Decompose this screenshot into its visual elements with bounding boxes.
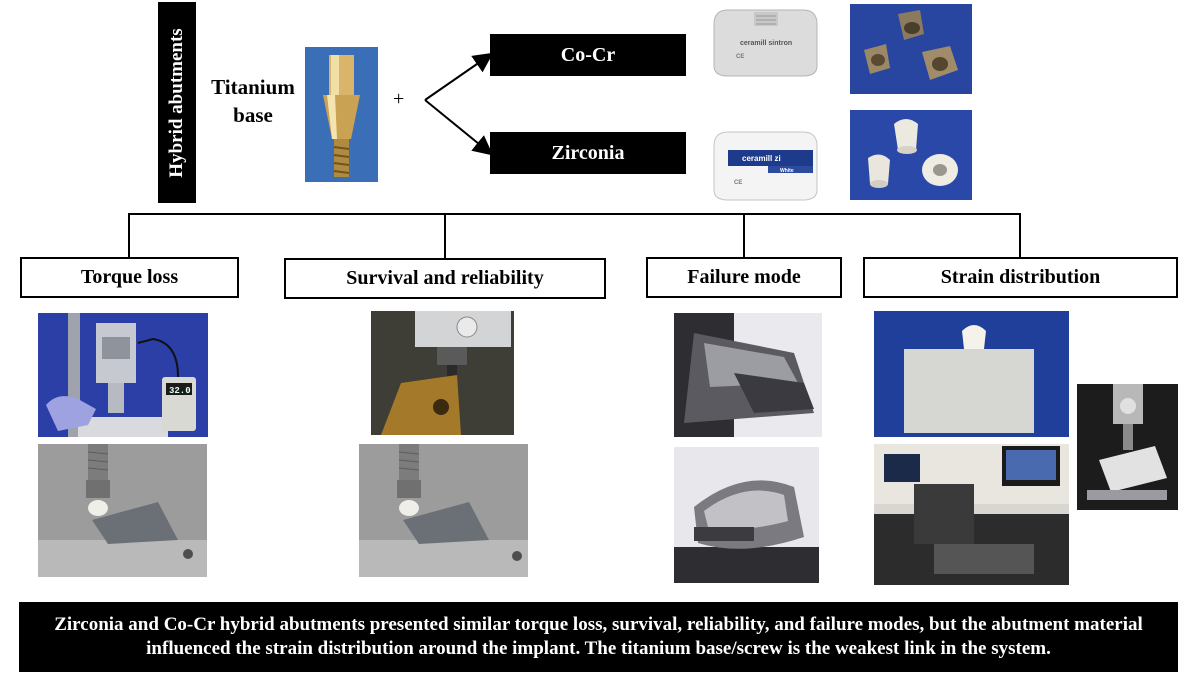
zirconia-disc-photo: ceramill zi White CE <box>708 128 823 204</box>
load-test-photo-torque <box>38 444 207 577</box>
zirconia-disc-brand: ceramill zi <box>742 154 781 163</box>
zirconia-abutments-photo <box>850 110 972 200</box>
arrow-to-zirconia <box>424 99 494 156</box>
category-strain-label: Strain distribution <box>940 266 1101 288</box>
category-strain-distribution: Strain distribution <box>863 257 1178 298</box>
titanium-base-photo <box>305 47 378 182</box>
failure-mode-photo-2 <box>674 447 819 583</box>
strain-load-photo <box>1077 384 1178 510</box>
summary-text: Zirconia and Co-Cr hybrid abutments pres… <box>54 614 1143 659</box>
material-zirconia-box: Zirconia <box>490 132 686 174</box>
strain-block-photo <box>874 311 1069 437</box>
category-failure-mode: Failure mode <box>646 257 842 298</box>
cocr-disc-ce: CE <box>736 54 744 60</box>
category-survival-reliability: Survival and reliability <box>284 258 606 299</box>
strain-lab-photo <box>874 444 1069 585</box>
cocr-disc-photo: ceramill sintron CE <box>708 4 823 80</box>
titanium-base-label: Titanium base <box>211 75 295 127</box>
torque-tester-photo: 32.0 <box>38 313 208 437</box>
arrow-to-cocr <box>424 52 494 101</box>
material-cocr-label: Co-Cr <box>560 43 616 66</box>
category-torque-loss: Torque loss <box>20 257 239 298</box>
material-zirconia-label: Zirconia <box>551 141 625 164</box>
failure-mode-photo-1 <box>674 313 822 437</box>
category-failure-label: Failure mode <box>687 266 801 288</box>
category-torque-loss-label: Torque loss <box>80 266 179 288</box>
material-cocr-box: Co-Cr <box>490 34 686 76</box>
load-test-photo-survival <box>359 444 528 577</box>
zirconia-disc-ce: CE <box>734 180 742 186</box>
title-vertical: Hybrid abutments <box>166 27 187 178</box>
survival-test-photo <box>371 311 514 435</box>
title-vertical-bar: Hybrid abutments <box>158 2 196 203</box>
summary-box: Zirconia and Co-Cr hybrid abutments pres… <box>19 602 1178 672</box>
category-survival-label: Survival and reliability <box>346 267 544 289</box>
torque-readout: 32.0 <box>169 386 191 396</box>
cocr-disc-brand: ceramill sintron <box>740 40 792 47</box>
zirconia-disc-sub: White <box>780 168 794 174</box>
plus-sign: + <box>393 88 405 110</box>
cocr-abutments-photo <box>850 4 972 94</box>
